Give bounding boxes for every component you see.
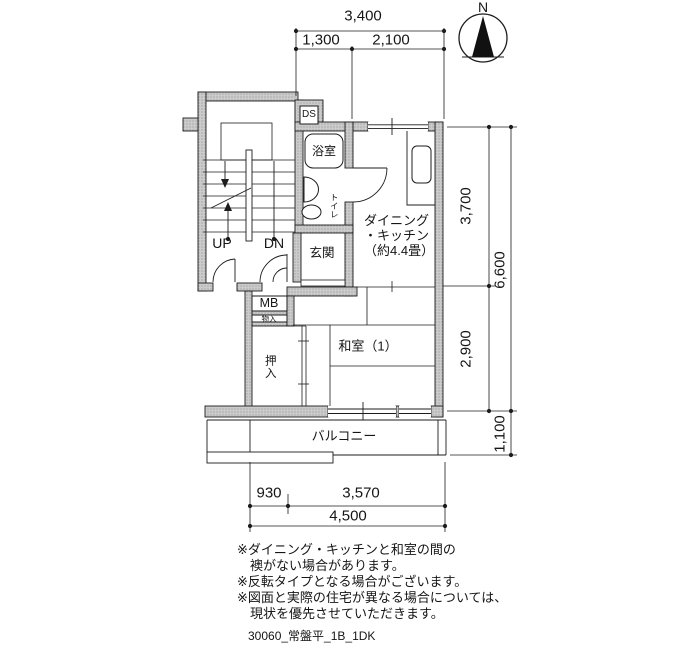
kitchen-counter xyxy=(406,131,435,206)
room-label-meter-box: MB xyxy=(259,295,279,310)
dim-bottom-mid: 3,570 xyxy=(342,484,380,502)
room-lines xyxy=(287,281,435,406)
dk-label-line3: （約4.4畳） xyxy=(364,243,435,258)
dk-label-line1: ダイニング xyxy=(364,213,430,228)
balcony-rail xyxy=(206,451,334,464)
front-door-inner-arc xyxy=(272,267,288,283)
dim-top-total: 3,400 xyxy=(344,7,382,25)
kitchen-sink-icon xyxy=(411,145,432,184)
balcony-outline xyxy=(206,419,447,456)
stair-handrail xyxy=(245,149,253,242)
dk-door-arc xyxy=(352,167,388,203)
dim-bottom-total: 4,500 xyxy=(329,507,367,525)
meter-box xyxy=(251,295,288,312)
room-label-entrance: 玄関 xyxy=(309,245,335,260)
dim-top-right: 2,100 xyxy=(372,31,410,49)
doors xyxy=(212,167,388,283)
north-compass-icon xyxy=(458,13,508,63)
note-line-5: 現状を優先させていただきます。 xyxy=(250,606,444,621)
north-label: N xyxy=(477,0,489,15)
dim-bottom-left: 930 xyxy=(256,484,282,502)
room-label-japanese-room: 和室（1） xyxy=(338,338,398,354)
toilet-icon xyxy=(301,204,322,220)
room-label-bathroom: 浴室 xyxy=(311,144,337,158)
dim-right-balcony: 1,100 xyxy=(491,415,509,453)
room-label-closet: 押入 xyxy=(263,354,276,380)
entrance-step xyxy=(300,279,346,287)
windows xyxy=(328,118,431,420)
boxes xyxy=(206,105,346,464)
stairs-up-label: UP xyxy=(212,235,232,251)
dk-label-line2: ・キッチン xyxy=(364,228,430,243)
up-arrowhead-icon xyxy=(224,202,232,211)
washbasin-icon xyxy=(303,176,319,203)
duct-space-box xyxy=(299,105,319,125)
room-label-duct: DS xyxy=(302,109,316,120)
small-storage-box xyxy=(251,314,288,323)
dimension-dots xyxy=(247,28,514,529)
drawing-id-label: 30060_常盤平_1B_1DK xyxy=(248,629,376,643)
room-label-toilet: トイレ xyxy=(329,193,340,219)
note-line-1: ※ダイニング・キッチンと和室の間の xyxy=(237,542,456,557)
stairs xyxy=(203,122,295,242)
dim-right-total: 6,600 xyxy=(491,251,509,289)
dim-top-left: 1,300 xyxy=(302,31,340,49)
room-label-small-storage: 物入 xyxy=(261,313,277,323)
note-line-2: 襖がない場合があります。 xyxy=(250,558,405,573)
bathtub-icon xyxy=(304,133,344,169)
stair-break-line xyxy=(210,187,252,209)
room-label-balcony: バルコニー xyxy=(311,428,377,444)
note-line-3: ※反転タイプとなる場合がございます。 xyxy=(237,574,468,589)
walls xyxy=(182,91,444,418)
room-label-dining-kitchen: ダイニング ・キッチン （約4.4畳） xyxy=(364,213,434,258)
dim-right-lower: 2,900 xyxy=(457,330,475,368)
dim-right-upper: 3,700 xyxy=(457,187,475,225)
down-arrowhead-icon xyxy=(221,179,229,188)
fixtures xyxy=(301,131,435,220)
front-door-arc xyxy=(259,254,288,283)
note-line-4: ※図面と実際の住宅が異なる場合については、 xyxy=(237,590,508,605)
corridor-door-arc xyxy=(212,258,236,283)
stairs-down-label: DN xyxy=(263,235,285,251)
